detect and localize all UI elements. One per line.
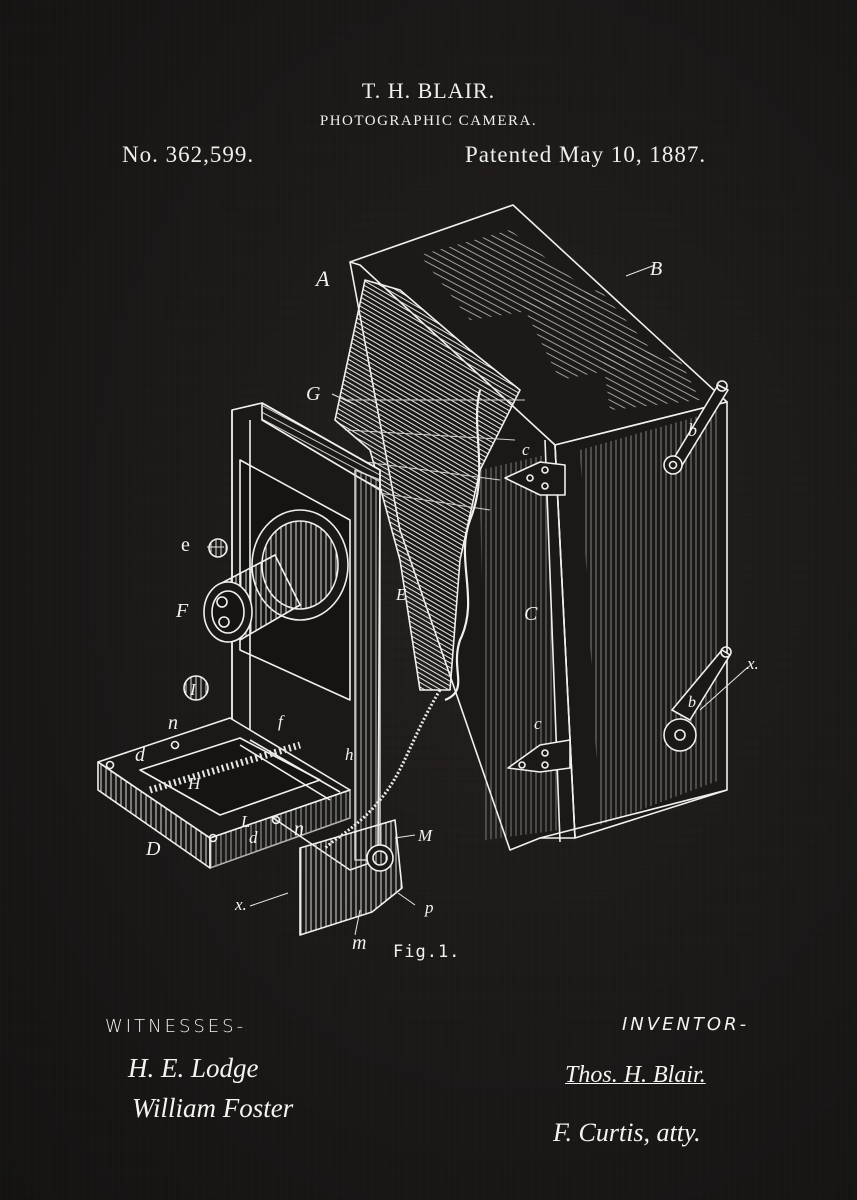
label-e: e (181, 534, 190, 556)
figure-caption: Fig.1. (393, 942, 461, 962)
lens-assembly (183, 509, 349, 701)
label-p: p (425, 898, 434, 917)
label-c-top: c (522, 440, 530, 459)
label-G: G (306, 383, 321, 405)
label-C: C (524, 603, 538, 625)
label-B: B (650, 258, 663, 280)
hinges (504, 461, 571, 773)
label-h: h (345, 745, 354, 764)
label-I: I (190, 680, 196, 699)
label-n-bottom: n (294, 818, 304, 840)
witness-signature-2: William Foster (132, 1093, 294, 1123)
inventor-signature: Thos. H. Blair. (565, 1062, 706, 1088)
label-E: E (396, 585, 407, 604)
label-d-top: d (135, 744, 145, 766)
patent-date: Patented May 10, 1887. (465, 142, 707, 167)
witness-signature-1: H. E. Lodge (128, 1053, 259, 1083)
inventor-label: INVENTOR- (622, 1014, 750, 1035)
label-d-bottom: d (249, 828, 258, 847)
label-A: A (316, 266, 330, 291)
bellows (334, 279, 525, 702)
inventor-name-header: T. H. BLAIR. (361, 78, 496, 103)
side-plate (299, 819, 403, 936)
label-n-top: n (168, 712, 178, 734)
label-m: m (352, 932, 367, 954)
attorney-signature: F. Curtis, atty. (553, 1118, 701, 1147)
label-M: M (418, 826, 433, 845)
label-f: f (278, 712, 283, 731)
label-H: H (188, 774, 201, 793)
label-c-bottom: c (534, 714, 542, 733)
brace-arms (663, 380, 732, 752)
label-x-right: x. (747, 654, 759, 673)
label-F: F (176, 600, 189, 622)
label-b-top: b (688, 420, 697, 440)
baseboard (97, 717, 351, 869)
witnesses-label: WITNESSES- (105, 1016, 247, 1037)
label-x-left: x. (235, 895, 247, 914)
label-b-bottom: b (688, 694, 696, 711)
patent-number: No. 362,599. (122, 142, 255, 167)
invention-title: PHOTOGRAPHIC CAMERA. (319, 113, 538, 129)
label-D: D (146, 838, 161, 860)
label-L: L (241, 812, 251, 831)
